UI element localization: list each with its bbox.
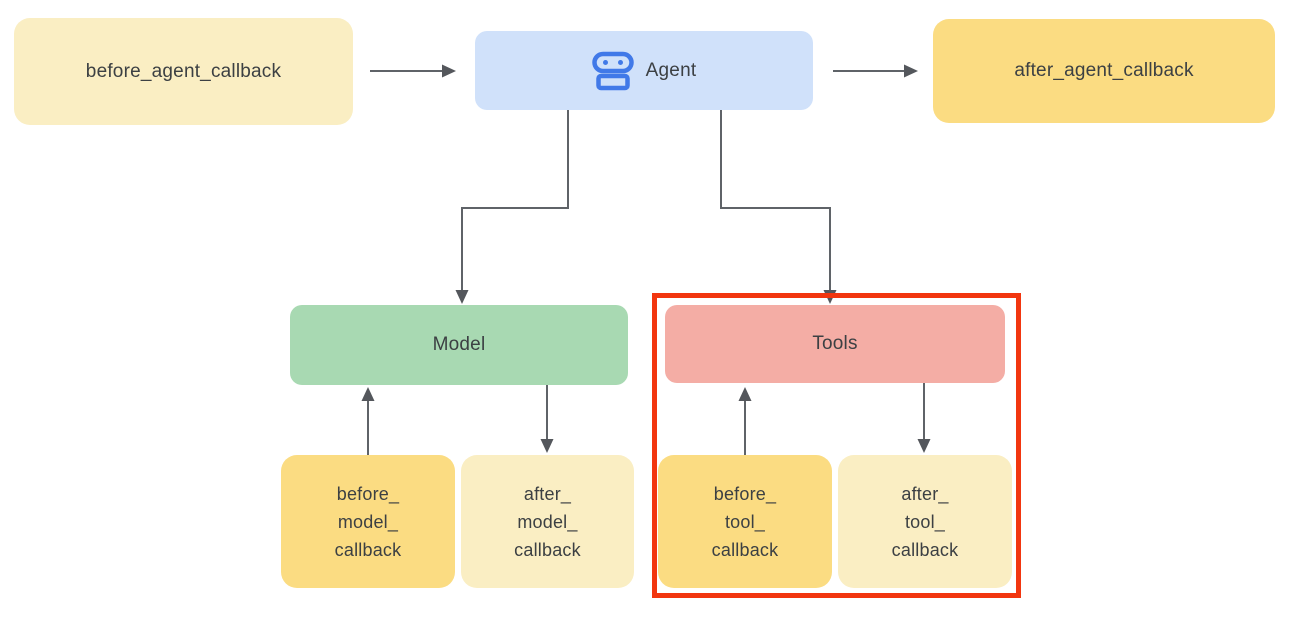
- node-label: after_agent_callback: [1014, 60, 1194, 81]
- node-label: Agent: [645, 59, 697, 81]
- node-label: before_ tool_ callback: [711, 483, 779, 560]
- edge-before-tool-to-tools: [738, 387, 752, 455]
- node-after-model-callback: after_ model_ callback: [461, 455, 634, 588]
- edge-agent-to-after-agent: [833, 64, 918, 78]
- node-label: before_ model_ callback: [334, 483, 402, 560]
- node-before-agent-callback: before_agent_callback: [14, 18, 353, 125]
- edge-agent-to-tools: [720, 110, 837, 304]
- node-before-tool-callback: before_ tool_ callback: [658, 455, 832, 588]
- edge-agent-to-model: [455, 110, 569, 304]
- robot-icon: [591, 51, 634, 90]
- node-label: before_agent_callback: [85, 60, 282, 82]
- node-after-tool-callback: after_ tool_ callback: [838, 455, 1012, 588]
- node-before-model-callback: before_ model_ callback: [281, 455, 455, 588]
- node-tools: Tools: [665, 305, 1005, 383]
- edge-tools-to-after-tool: [917, 383, 931, 453]
- node-agent: Agent: [475, 31, 813, 110]
- node-label: Model: [432, 334, 486, 355]
- node-label: after_ model_ callback: [514, 483, 581, 560]
- edge-before-agent-to-agent: [370, 64, 456, 78]
- node-model: Model: [290, 305, 628, 385]
- node-label: Tools: [812, 333, 858, 354]
- node-after-agent-callback: after_agent_callback: [933, 19, 1275, 123]
- node-label: after_ tool_ callback: [891, 483, 959, 560]
- edge-before-model-to-model: [361, 387, 375, 455]
- edge-model-to-after-model: [540, 385, 554, 453]
